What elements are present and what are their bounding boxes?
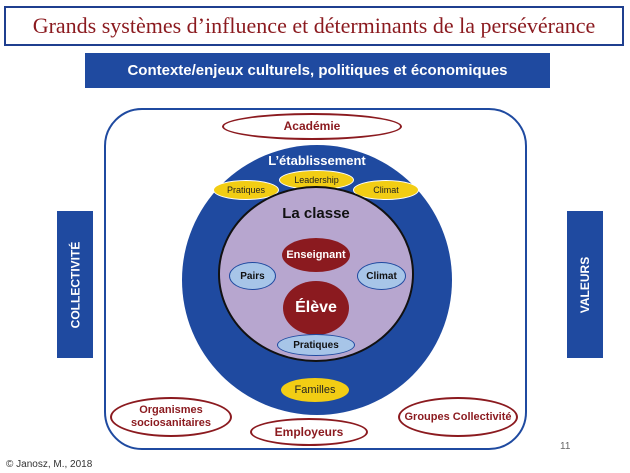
node-pratiques: Pratiques: [277, 334, 355, 356]
node-pairs: Pairs: [229, 262, 276, 290]
node-academie: Académie: [222, 113, 402, 140]
classe-label: La classe: [282, 205, 350, 222]
copyright: © Janosz, M., 2018: [6, 459, 93, 470]
side-bar-collectivite: COLLECTIVITÉ: [57, 211, 93, 358]
side-label-valeurs: VALEURS: [578, 256, 593, 313]
node-enseignant: Enseignant: [282, 238, 350, 272]
node-familles: Familles: [280, 377, 350, 403]
context-banner: Contexte/enjeux culturels, politiques et…: [85, 53, 550, 88]
etab-item-pratiques: Pratiques: [213, 180, 279, 200]
slide-title: Grands systèmes d’influence et détermina…: [4, 6, 624, 46]
etablissement-label: L’établissement: [268, 153, 366, 168]
node-eleve: Élève: [283, 281, 349, 335]
side-label-collectivite: COLLECTIVITÉ: [68, 241, 83, 328]
page-number: 11: [560, 441, 571, 452]
node-groupes: Groupes Collectivité: [398, 397, 518, 437]
node-climat: Climat: [357, 262, 406, 290]
node-organismes: Organismes sociosanitaires: [110, 397, 232, 437]
etab-item-climat: Climat: [353, 180, 419, 200]
side-bar-valeurs: VALEURS: [567, 211, 603, 358]
node-employeurs: Employeurs: [250, 418, 368, 446]
